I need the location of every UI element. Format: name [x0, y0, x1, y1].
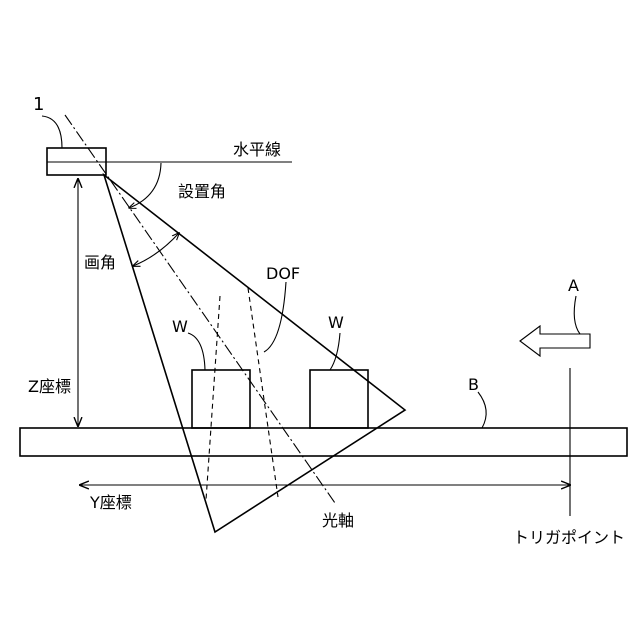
workpiece-left-label: W [172, 317, 188, 336]
workpiece-left-leader [188, 333, 205, 370]
trigger-point-label: トリガポイント [513, 528, 625, 547]
conveyor-label: B [468, 375, 479, 394]
view-angle-label: 画角 [84, 253, 116, 272]
dof-near-line [206, 296, 220, 500]
view-angle-arc [133, 233, 179, 266]
dof-leader [264, 282, 286, 352]
dof-label: DOF [266, 264, 300, 283]
field-of-view [104, 175, 405, 532]
workpiece-right-leader [330, 333, 340, 370]
workpiece-right-label: W [328, 313, 344, 332]
y-coordinate-label: Y座標 [89, 493, 132, 512]
conveyor-leader [478, 392, 486, 428]
direction-leader [574, 296, 580, 334]
conveyor [20, 428, 627, 456]
camera-label: 1 [33, 94, 44, 115]
horizontal-line-label: 水平線 [233, 140, 281, 159]
direction-label: A [568, 276, 579, 295]
optical-axis-label: 光軸 [322, 511, 354, 530]
installation-angle-arc [129, 163, 161, 208]
workpiece-right [310, 370, 368, 428]
direction-arrow-icon [520, 326, 590, 356]
installation-angle-label: 設置角 [178, 182, 226, 201]
workpiece-left [192, 370, 250, 428]
z-coordinate-label: Z座標 [28, 377, 71, 396]
dof-far-line [248, 288, 278, 497]
camera-leader [42, 116, 62, 148]
